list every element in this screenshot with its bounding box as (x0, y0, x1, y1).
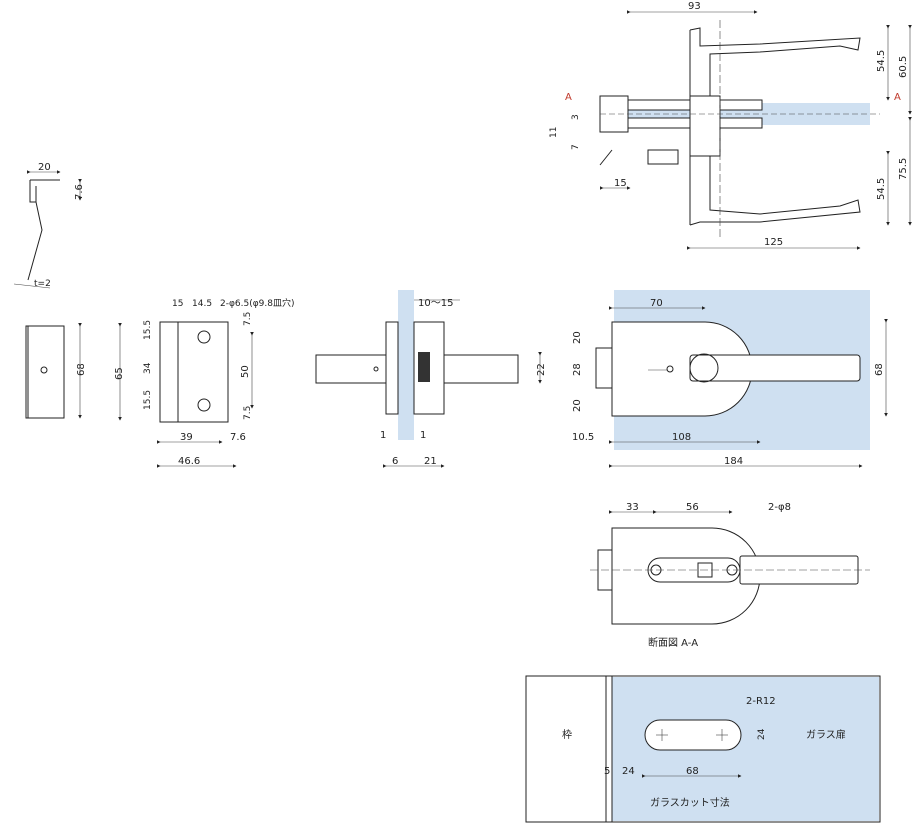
dim-15-top: 15 (614, 178, 627, 189)
side-view: 10〜15 22 1 1 6 21 (315, 290, 547, 468)
frame-label: 枠 (562, 728, 572, 741)
dim-24-horizontal: 24 (622, 766, 635, 777)
side-lever-left (315, 354, 387, 384)
dim-39: 39 (180, 432, 193, 443)
radius-note: 2-R12 (746, 696, 776, 707)
plate-hole-lower (197, 398, 211, 412)
front-rosette (689, 353, 719, 383)
dim-20-upper: 20 (572, 331, 583, 344)
side-spindle (418, 352, 430, 382)
dim-7: 7 (571, 144, 581, 150)
dim-7-5-lower: 7.5 (243, 406, 253, 420)
glass-range: 10〜15 (418, 298, 453, 309)
top-spindle (689, 95, 721, 157)
dim-7-6-plate: 7.6 (230, 432, 246, 443)
dim-7-6-strike: 7.6 (74, 184, 85, 200)
dim-6: 6 (392, 456, 398, 467)
side-plate-left (385, 321, 399, 415)
side-lever-right (429, 354, 519, 384)
dim-68-front: 68 (874, 363, 885, 376)
dim-24-vertical: 24 (757, 728, 767, 740)
dim-54-5-lower: 54.5 (876, 178, 887, 200)
plate-hole-upper (197, 330, 211, 344)
dim-50: 50 (240, 365, 251, 378)
glass-band-side (398, 290, 414, 440)
dim-108: 108 (672, 432, 691, 443)
hole-note: 2-φ6.5(φ9.8皿穴) (220, 297, 295, 309)
side-screw (373, 366, 379, 372)
plate-view: 15 14.5 2-φ6.5(φ9.8皿穴) 7.5 15.5 65 34 50… (114, 297, 295, 468)
front-key (666, 365, 674, 373)
dim-15-plate: 15 (172, 299, 183, 309)
thickness-note: t=2 (34, 279, 51, 289)
dim-10-5: 10.5 (572, 432, 594, 443)
front-view: 70 20 28 20 68 10.5 108 184 (572, 290, 888, 468)
strike-profile (27, 179, 60, 281)
top-body-lower (611, 117, 763, 129)
top-view: 93 54.5 60.5 3 11 7 15 75.5 54.5 125 A A (549, 1, 912, 250)
dim-7-5-upper: 7.5 (243, 312, 253, 326)
dim-46-6: 46.6 (178, 456, 200, 467)
section-marker-right: A (894, 92, 901, 103)
dim-184: 184 (724, 456, 743, 467)
dim-3: 3 (571, 114, 581, 120)
dim-68-cut: 68 (686, 766, 699, 777)
dim-33: 33 (626, 502, 639, 513)
glass-cut-view: 枠 ガラス扉 2-R12 24 5 24 68 ガラスカット寸法 (525, 675, 881, 823)
dim-65: 65 (114, 367, 125, 380)
dim-68-strike: 68 (76, 363, 87, 376)
dim-22: 22 (536, 363, 547, 376)
section-marker-left: A (565, 92, 572, 103)
plate-front (177, 321, 229, 423)
upper-lever (689, 27, 861, 100)
dim-75-5: 75.5 (898, 158, 909, 180)
dim-15-5-lower: 15.5 (143, 390, 153, 410)
dim-70: 70 (650, 298, 663, 309)
glass-cut-frame (525, 675, 881, 823)
top-strike (647, 149, 679, 165)
dim-5: 5 (604, 766, 610, 777)
front-lever (689, 354, 861, 382)
section-view: 33 56 2-φ8 断面図 A-A (590, 502, 870, 649)
glass-cut-label: ガラスカット寸法 (650, 796, 730, 809)
dim-54-5-upper: 54.5 (876, 50, 887, 72)
glass-slot (644, 719, 742, 751)
dim-20-strike: 20 (38, 162, 51, 173)
top-strike-edge (599, 149, 613, 166)
dim-28: 28 (572, 363, 583, 376)
dim-93: 93 (688, 1, 701, 12)
hole-note-2: 2-φ8 (768, 502, 791, 513)
section-title: 断面図 A-A (648, 636, 698, 649)
dim-34: 34 (143, 362, 153, 374)
dim-14-5: 14.5 (192, 299, 212, 309)
dim-1-right: 1 (420, 430, 426, 441)
dim-11: 11 (549, 127, 559, 138)
dim-15-5-upper: 15.5 (143, 320, 153, 340)
strike-hole (40, 366, 48, 374)
top-body-upper (611, 99, 763, 111)
dim-20-lower: 20 (572, 399, 583, 412)
dim-125: 125 (764, 237, 783, 248)
glass-door-label: ガラス扉 (806, 728, 846, 741)
dim-56: 56 (686, 502, 699, 513)
dim-21: 21 (424, 456, 437, 467)
strike-side-view: 20 7.6 t=2 68 (13, 162, 87, 419)
dim-1-left: 1 (380, 430, 386, 441)
dim-60-5: 60.5 (898, 56, 909, 78)
front-latch (595, 347, 613, 389)
